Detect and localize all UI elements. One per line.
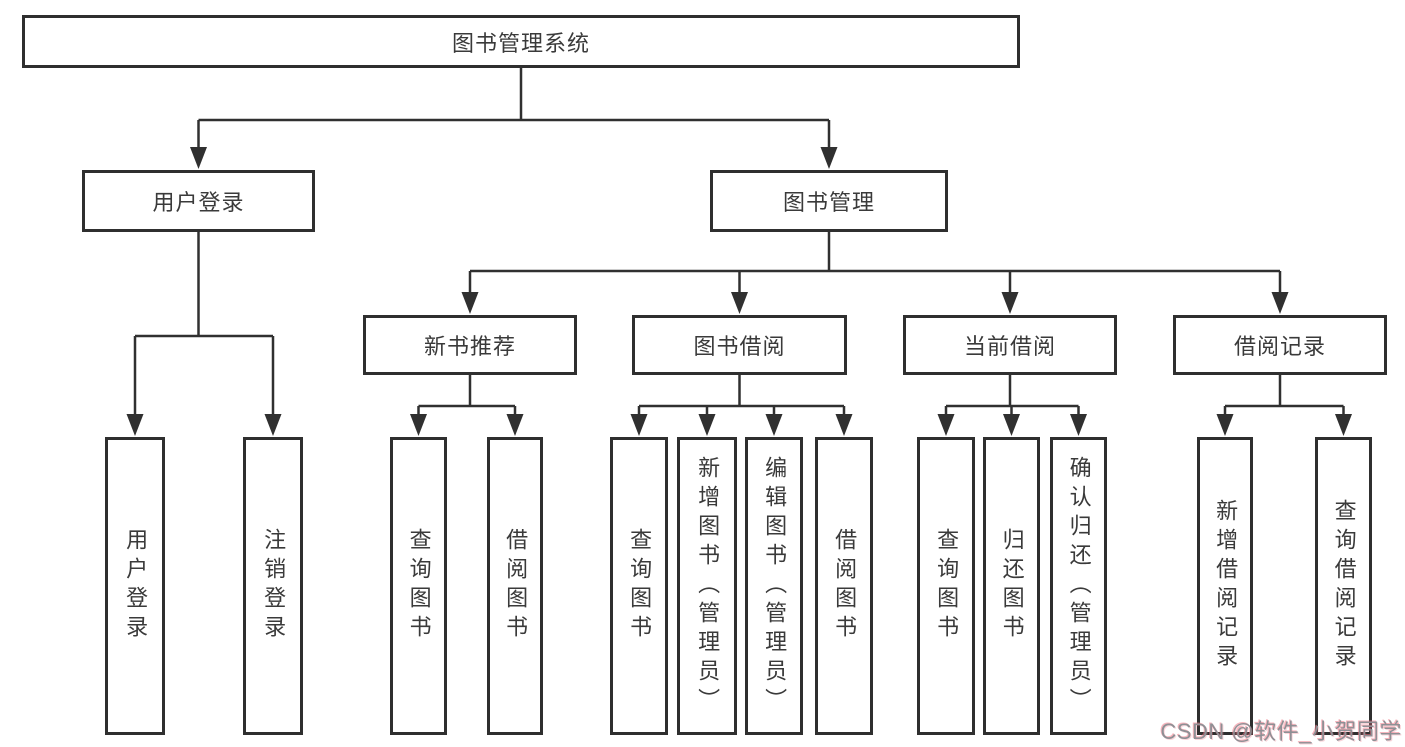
leaf-return-book: 归还图书 — [983, 437, 1040, 735]
node-book-borrow: 图书借阅 — [632, 315, 847, 375]
leaf-recommend-query-book: 查询图书 — [390, 437, 447, 735]
leaf-confirm-return-admin: 确认归还（管理员） — [1050, 437, 1107, 735]
node-current-borrow: 当前借阅 — [903, 315, 1117, 375]
leaf-recommend-borrow-book: 借阅图书 — [487, 437, 543, 735]
leaf-add-book-admin: 新增图书（管理员） — [677, 437, 737, 735]
node-root-system: 图书管理系统 — [22, 15, 1020, 68]
leaf-borrow-book: 借阅图书 — [815, 437, 873, 735]
leaf-user-login: 用户登录 — [105, 437, 165, 735]
node-book-management: 图书管理 — [710, 170, 948, 232]
node-borrow-records: 借阅记录 — [1173, 315, 1387, 375]
leaf-edit-book-admin: 编辑图书（管理员） — [745, 437, 803, 735]
leaf-logout: 注销登录 — [243, 437, 303, 735]
csdn-watermark: CSDN @软件_小贺同学 — [1160, 719, 1402, 744]
leaf-borrow-query-book: 查询图书 — [610, 437, 668, 735]
node-user-login: 用户登录 — [82, 170, 315, 232]
leaf-current-query-book: 查询图书 — [917, 437, 975, 735]
arrowheads — [126, 147, 1352, 436]
node-new-book-recommend: 新书推荐 — [363, 315, 577, 375]
leaf-query-borrow-record: 查询借阅记录 — [1315, 437, 1372, 735]
leaf-add-borrow-record: 新增借阅记录 — [1197, 437, 1253, 735]
